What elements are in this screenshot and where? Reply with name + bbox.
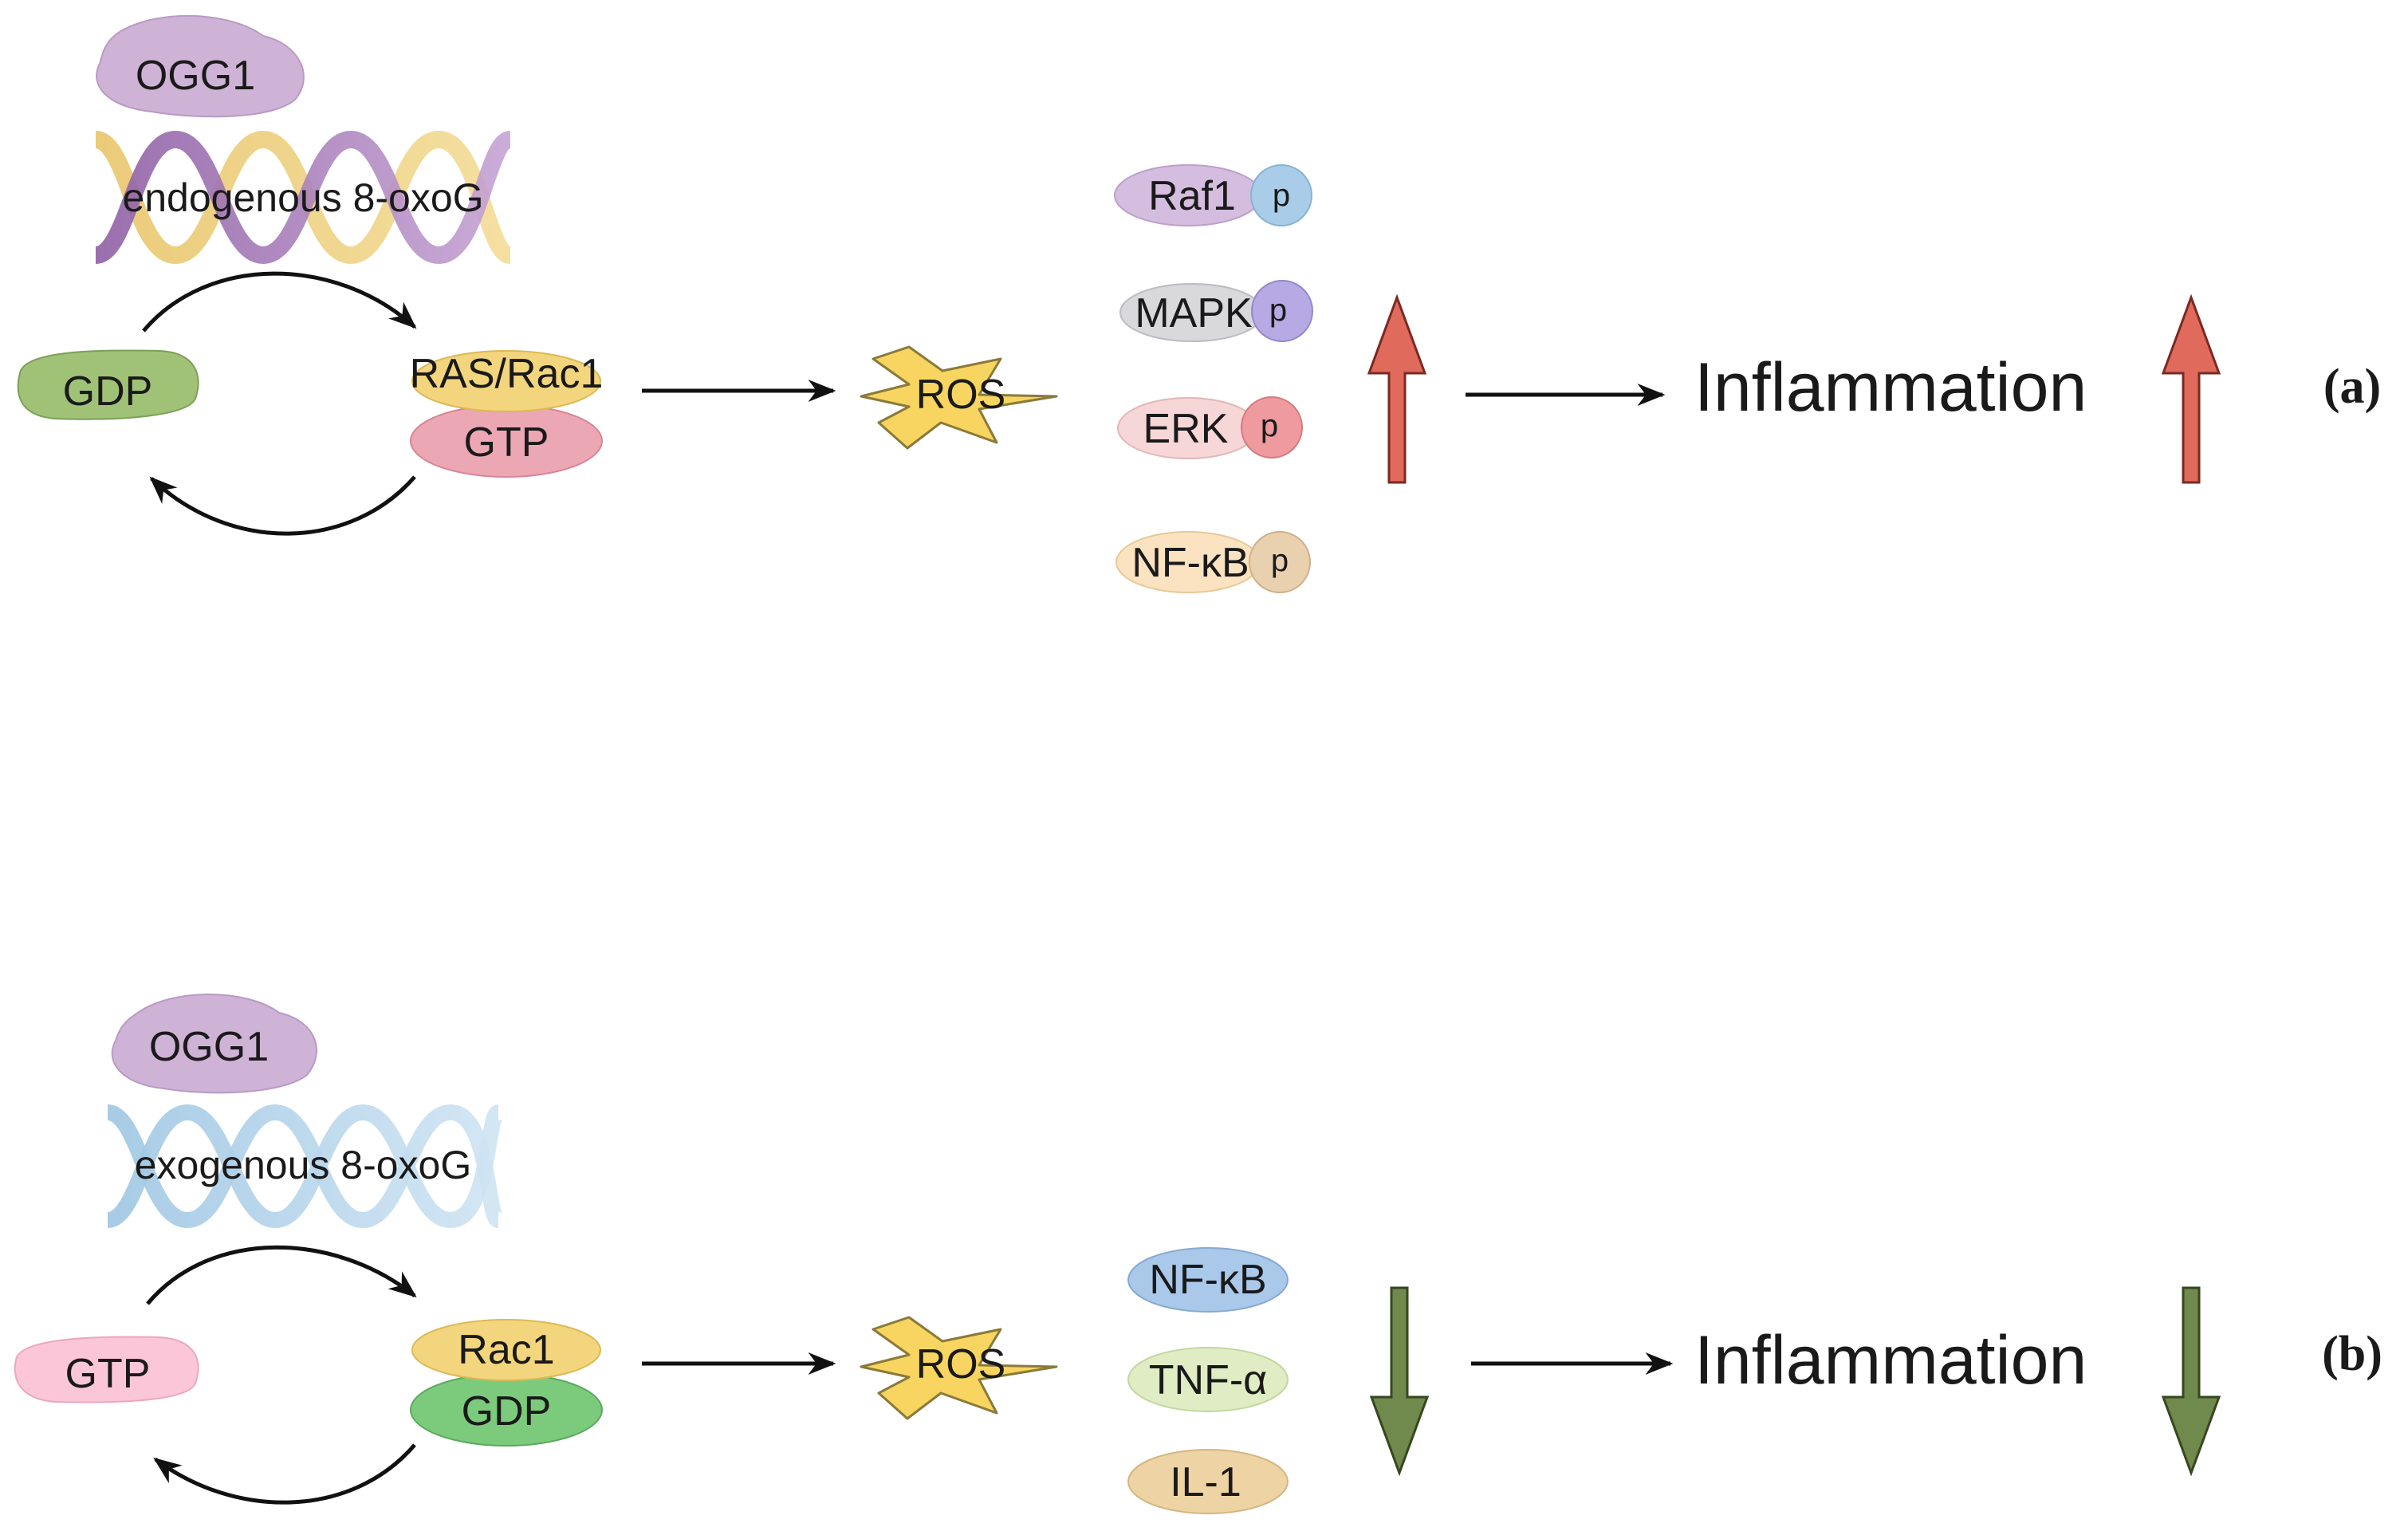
gdp-node-a: GDP: [17, 349, 199, 420]
ros-label-b: ROS: [916, 1341, 1006, 1387]
ros-star-b: ROS: [860, 1316, 1058, 1420]
cycle-arrow-top-b: [146, 1245, 417, 1305]
gtp-node-b: GTP: [14, 1336, 199, 1403]
complex-a-top-label: RAS/Rac1: [410, 351, 604, 397]
protein-erk-p: p: [1261, 408, 1278, 443]
complex-b: Rac1 GDP: [410, 1319, 603, 1447]
panel-label-a: (a): [2323, 360, 2381, 414]
protein-mapk-p: p: [1269, 293, 1287, 328]
ogg1-label-b: OGG1: [149, 1024, 269, 1070]
dna-label-endogenous: endogenous 8-oxoG: [122, 175, 483, 220]
panel-b: OGG1 exogenous 8-oxoG GTP Rac1 GDP RO: [14, 994, 2382, 1514]
up-arrow-inflammation: [2161, 293, 2221, 484]
complex-b-bottom-label: GDP: [462, 1388, 552, 1435]
ogg1-enzyme-b: OGG1: [111, 994, 318, 1094]
protein-mapk-label: MAPK: [1135, 290, 1253, 337]
up-arrow-proteins: [1367, 293, 1427, 484]
protein-nfkb-a-label: NF-κB: [1131, 540, 1249, 586]
down-arrow-cytokines: [1369, 1286, 1430, 1477]
protein-nfkb-a: NF-κB p: [1115, 531, 1311, 593]
complex-a-bottom-label: GTP: [464, 419, 549, 466]
dna-helix-exogenous: exogenous 8-oxoG: [106, 1104, 504, 1229]
panel-label-b: (b): [2322, 1327, 2382, 1381]
cycle-arrow-top-a: [142, 271, 417, 333]
protein-il1-label: IL-1: [1170, 1459, 1241, 1506]
ogg1-label-a: OGG1: [136, 53, 255, 99]
ros-label-a: ROS: [916, 372, 1006, 418]
protein-erk-label: ERK: [1143, 406, 1229, 452]
protein-raf1-label: Raf1: [1148, 173, 1236, 219]
dna-label-exogenous: exogenous 8-oxoG: [135, 1143, 472, 1187]
protein-tnf-alpha: TNF-α: [1127, 1347, 1289, 1412]
protein-nfkb-b-label: NF-κB: [1149, 1257, 1266, 1303]
protein-il1: IL-1: [1127, 1449, 1289, 1514]
panel-a: OGG1 endogenous 8-oxoG GDP RAS/Rac1 GTP: [17, 14, 2381, 593]
complex-a-ras-shape: [411, 350, 601, 412]
ogg1-enzyme-a: OGG1: [96, 14, 305, 118]
down-arrow-inflammation: [2161, 1286, 2221, 1477]
protein-mapk: MAPK p: [1119, 280, 1313, 342]
cycle-arrow-bottom-b: [153, 1443, 416, 1505]
protein-raf1: Raf1 p: [1114, 164, 1312, 226]
dna-helix-endogenous: endogenous 8-oxoG: [93, 130, 513, 265]
protein-erk: ERK p: [1117, 396, 1303, 459]
complex-b-rac1-shape: [411, 1319, 601, 1381]
protein-nfkb-a-p: p: [1271, 543, 1289, 578]
cycle-arrow-bottom-a: [149, 475, 416, 536]
complex-b-top-label: Rac1: [458, 1327, 554, 1373]
protein-raf1-p: p: [1273, 178, 1290, 213]
protein-nfkb-b: NF-κB: [1127, 1247, 1289, 1313]
protein-tnf-alpha-label: TNF-α: [1149, 1357, 1267, 1403]
inflammation-label-b: Inflammation: [1694, 1322, 2087, 1399]
ros-star-a: ROS: [860, 345, 1058, 450]
gdp-label-a: GDP: [63, 368, 153, 415]
complex-a: RAS/Rac1 GTP: [410, 350, 604, 478]
inflammation-label-a: Inflammation: [1694, 349, 2087, 426]
gtp-label-b: GTP: [65, 1351, 151, 1397]
